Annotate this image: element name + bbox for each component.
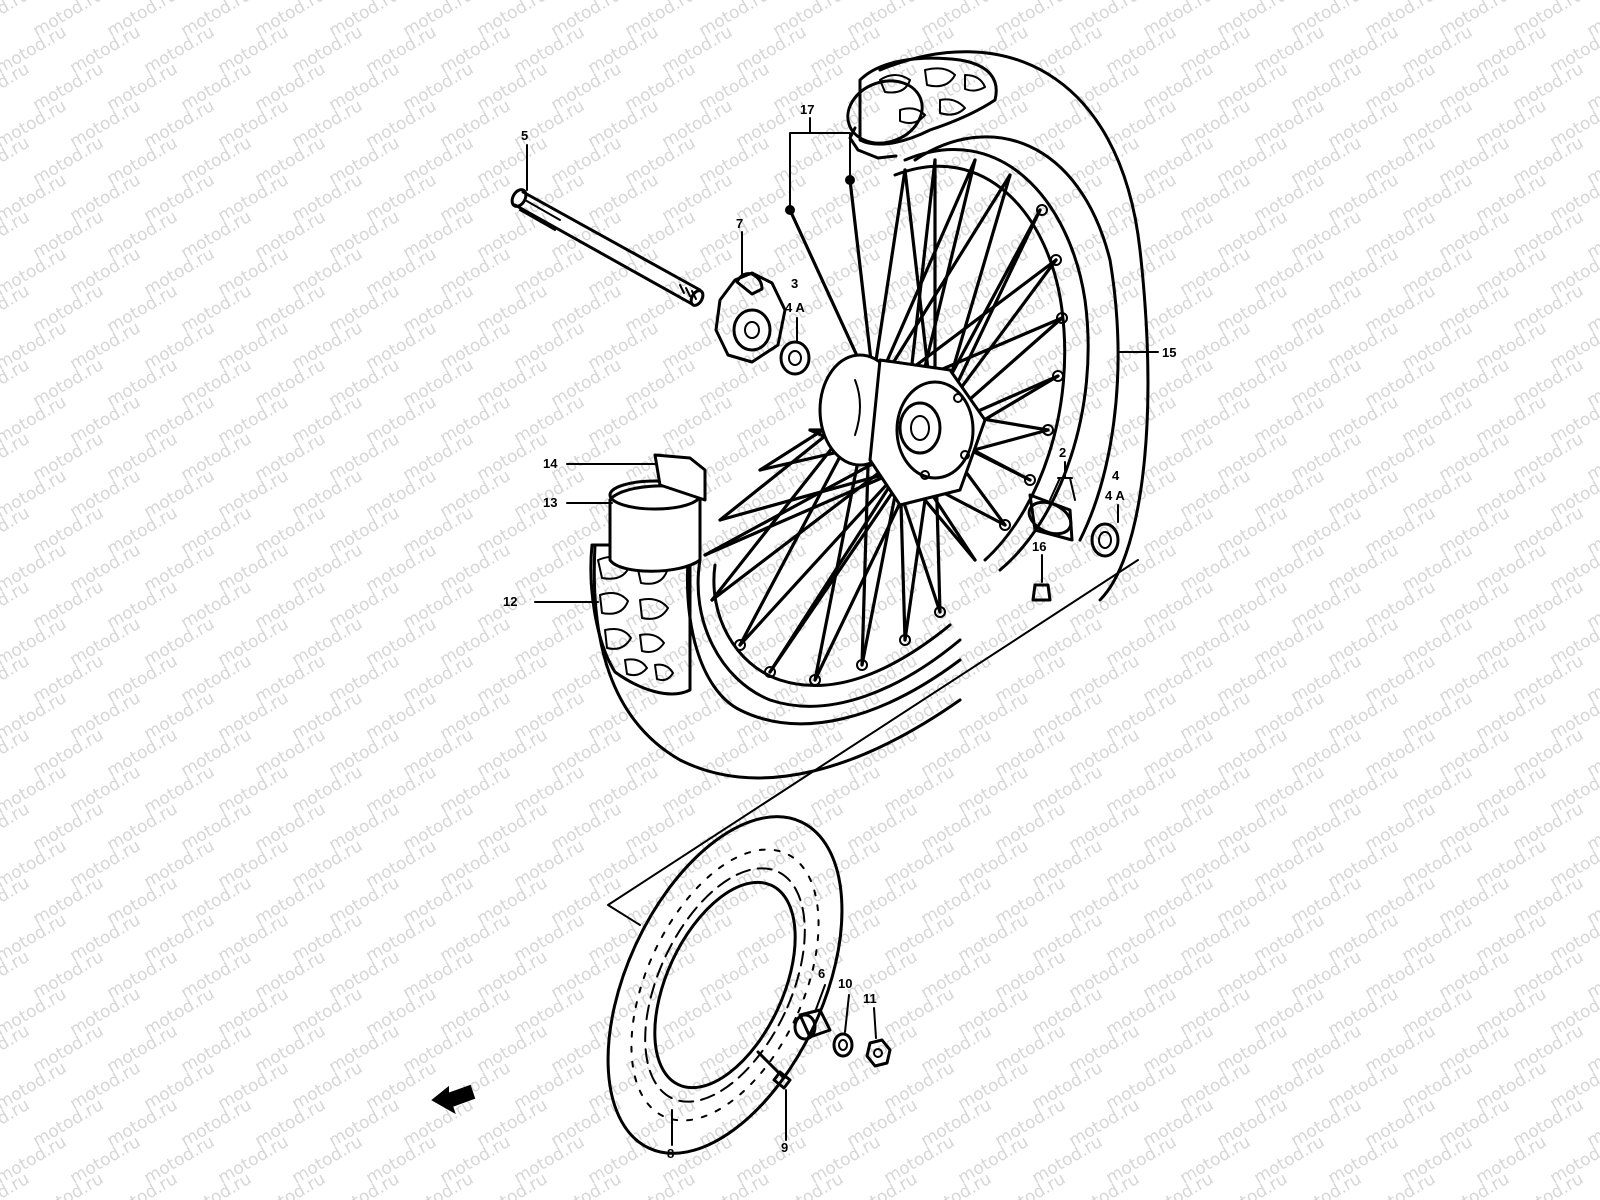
callout-3: 3	[791, 276, 798, 291]
callout-7: 7	[736, 216, 743, 231]
callout-8: 8	[667, 1146, 674, 1161]
callout-15: 15	[1162, 345, 1176, 360]
callout-4: 4	[1112, 468, 1120, 483]
callout-14: 14	[543, 456, 558, 471]
callout-10: 10	[838, 976, 852, 991]
callout-5: 5	[521, 128, 528, 143]
callout-2: 2	[1059, 445, 1066, 460]
watermark-text: motod.ru	[0, 0, 33, 41]
callout-17: 17	[800, 102, 814, 117]
callout-16: 16	[1032, 539, 1046, 554]
callout-9: 9	[781, 1140, 788, 1155]
callout-11: 11	[863, 991, 877, 1006]
spacer-nut-left	[779, 340, 811, 376]
callout-6: 6	[818, 966, 825, 981]
callout-4a-right: 4 A	[1105, 488, 1125, 503]
callout-12: 12	[503, 594, 517, 609]
callout-13: 13	[543, 495, 557, 510]
callout-4a-upper: 4 A	[785, 300, 805, 315]
